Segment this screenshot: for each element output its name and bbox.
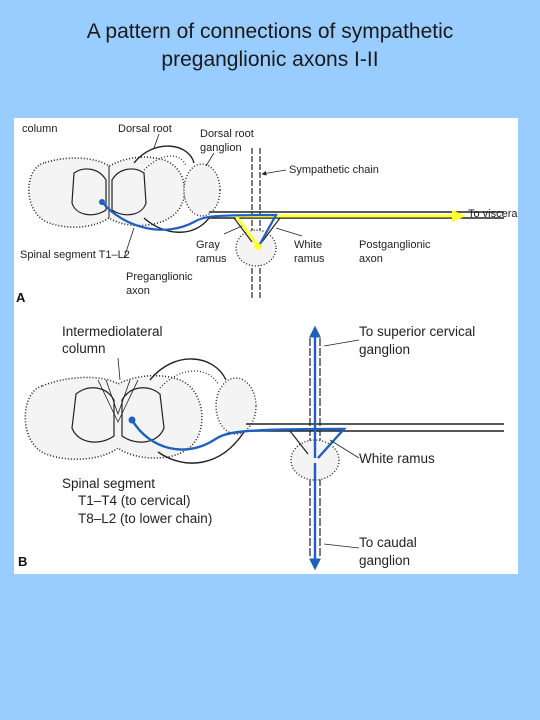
dorsal-root-ganglion-a (183, 163, 221, 217)
slide-title: A pattern of connections of sympathetic … (0, 18, 540, 74)
label-drg-2: ganglion (200, 142, 242, 154)
label-gray-ramus-1: Gray (196, 239, 220, 251)
label-intermediolateral-1: Intermediolateral (62, 324, 163, 339)
spinal-cord-a (28, 156, 186, 228)
label-white-ramus-2: ramus (294, 253, 325, 265)
spinal-cord-b (24, 374, 203, 460)
label-spinal-segment-a: Spinal segment T1–L2 (20, 249, 130, 261)
label-sympathetic-chain: Sympathetic chain (289, 164, 379, 176)
label-to-caudal-2: ganglion (359, 553, 410, 568)
label-column-a: column (22, 123, 57, 135)
label-spinal-segment-b: Spinal segment (62, 476, 155, 491)
label-gray-ramus-2: ramus (196, 253, 227, 265)
label-to-superior-2: ganglion (359, 342, 410, 357)
anatomy-figure: A column Dorsal root Dorsal root ganglio… (14, 118, 518, 574)
panel-b: B Intermediolateral column To superior c… (18, 324, 504, 571)
anatomy-diagram: A column Dorsal root Dorsal root ganglio… (16, 123, 518, 571)
label-to-viscera: To viscera (468, 208, 518, 220)
label-drg-1: Dorsal root (200, 128, 254, 140)
panel-a-letter: A (16, 290, 26, 305)
label-postganglionic-1: Postganglionic (359, 239, 431, 251)
to-viscera-arrow (452, 210, 466, 222)
label-to-superior-1: To superior cervical (359, 324, 475, 339)
dorsal-root-a (133, 145, 195, 164)
label-preganglionic-1: Preganglionic (126, 271, 193, 283)
preganglionic-axon-a (101, 201, 278, 245)
label-dorsal-root: Dorsal root (118, 123, 172, 135)
label-t8-l2: T8–L2 (to lower chain) (78, 511, 212, 526)
label-to-caudal-1: To caudal (359, 535, 417, 550)
label-intermediolateral-2: column (62, 341, 106, 356)
slide-title-line-1: A pattern of connections of sympathetic (86, 20, 454, 43)
label-postganglionic-2: axon (359, 253, 383, 265)
preganglionic-axon-b (130, 419, 347, 459)
sympathetic-ganglion-b (290, 439, 340, 481)
label-t1-t4: T1–T4 (to cervical) (78, 493, 191, 508)
label-white-ramus-1: White (294, 239, 322, 251)
label-preganglionic-2: axon (126, 285, 150, 297)
slide-title-line-2: preganglionic axons I-II (161, 48, 379, 71)
panel-a: A column Dorsal root Dorsal root ganglio… (16, 123, 518, 305)
panel-b-letter: B (18, 554, 27, 569)
label-white-ramus-b: White ramus (359, 451, 435, 466)
dorsal-root-ganglion-b (215, 377, 257, 435)
